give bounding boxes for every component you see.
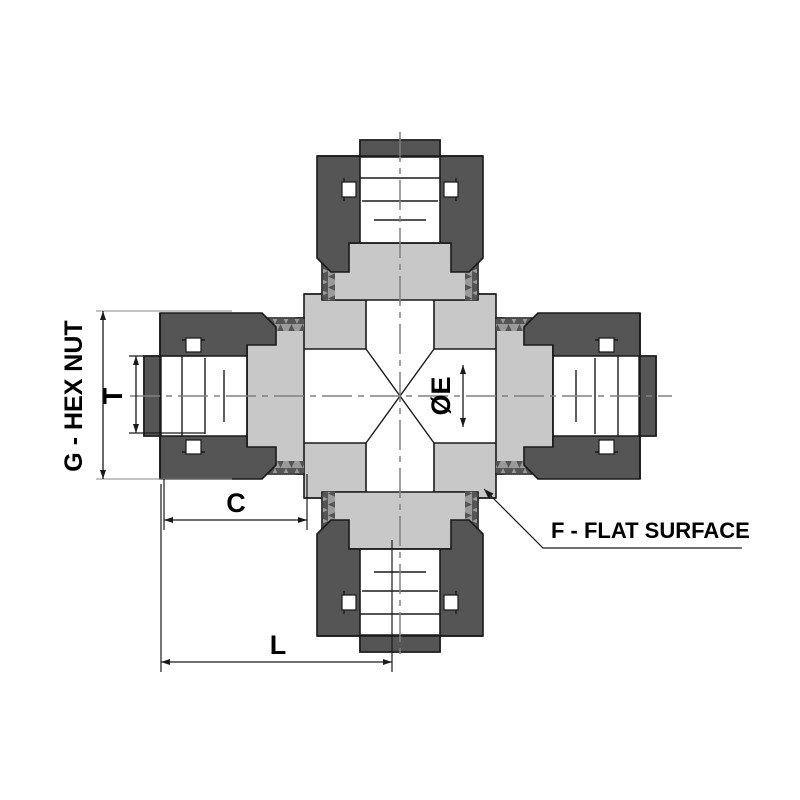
- right-nut-gap-top: [598, 337, 615, 353]
- F-leader-line: [483, 488, 742, 549]
- dimension-label-E: ØE: [426, 376, 456, 415]
- bottom-nut-gap-a: [341, 594, 357, 611]
- bore-intersection-chamfers: [365, 348, 435, 444]
- bore-corner-fill-2: [366, 443, 434, 492]
- bottom-nut-end-face: [317, 635, 483, 653]
- right-nut-gap-bottom: [598, 439, 615, 455]
- centerlines: [130, 132, 672, 658]
- dimension-label-G: G - HEX NUT: [60, 320, 88, 471]
- left-nut-gap-top: [185, 337, 202, 353]
- branch-top: [316, 139, 484, 301]
- left-nut-gap-bottom: [185, 439, 202, 455]
- branch-bottom: [316, 491, 484, 653]
- dimension-label-L: L: [270, 630, 287, 660]
- label-F-flat-surface: F - FLAT SURFACE: [551, 518, 750, 543]
- top-nut-gap-a: [443, 181, 459, 198]
- dimension-C: [163, 474, 308, 530]
- top-nut-gap-b: [341, 181, 357, 198]
- dimension-T: [129, 355, 205, 434]
- dimension-label-T: T: [98, 387, 128, 404]
- dimension-label-C: C: [226, 488, 246, 518]
- dimension-L: [160, 484, 393, 672]
- leader-F: [483, 488, 742, 549]
- bottom-nut-gap-b: [443, 594, 459, 611]
